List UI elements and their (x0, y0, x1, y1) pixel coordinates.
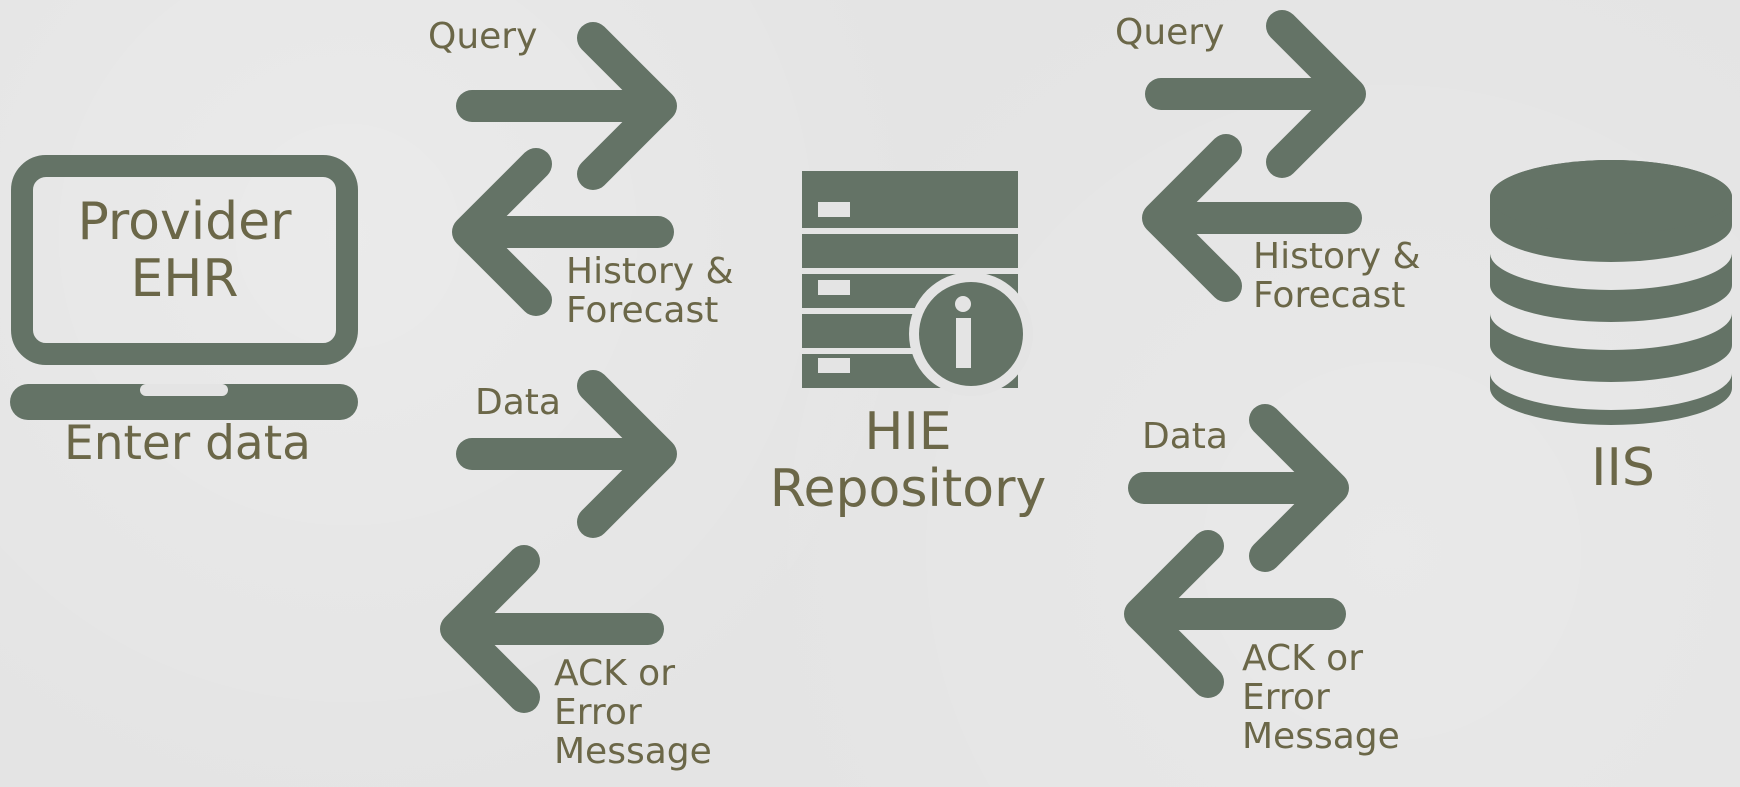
database-icon (1490, 160, 1732, 425)
right-ack-line3: Message (1242, 715, 1400, 757)
history-forecast-response-arrow-left (452, 148, 674, 316)
left-ack-line1: ACK or (554, 653, 676, 694)
data-request-arrow-left (456, 370, 677, 538)
right-history-forecast-line1: History & (1253, 236, 1421, 277)
left-ack-error-label: ACK or Error Message (554, 653, 712, 772)
history-forecast-response-arrow-right (1142, 134, 1362, 302)
right-ack-line1: ACK or (1242, 638, 1364, 679)
left-history-forecast-label: History & Forecast (566, 251, 734, 331)
left-ack-line2: Error (554, 691, 642, 733)
right-history-forecast-line2: Forecast (1253, 274, 1406, 316)
iis-label: IIS (1591, 438, 1655, 498)
server-info-icon (802, 171, 1033, 396)
left-history-forecast-line2: Forecast (566, 289, 719, 331)
data-request-arrow-right (1128, 404, 1349, 572)
laptop-icon (10, 155, 358, 420)
left-query-label: Query (428, 16, 538, 57)
ack-error-response-arrow-left (440, 545, 664, 713)
query-request-arrow-left (456, 22, 677, 190)
ack-error-response-arrow-right (1124, 530, 1346, 698)
left-ack-line3: Message (554, 730, 712, 772)
right-ack-line2: Error (1242, 676, 1330, 718)
right-data-label: Data (1142, 416, 1228, 457)
hie-repository-title: HIE Repository (758, 402, 1058, 520)
hie-line1: HIE (864, 402, 952, 462)
right-ack-error-label: ACK or Error Message (1242, 638, 1400, 757)
provider-screen-line2: EHR (130, 249, 239, 310)
left-data-label: Data (475, 382, 561, 423)
provider-ehr-title: Provider EHR (52, 192, 317, 310)
right-query-label: Query (1115, 12, 1225, 53)
right-history-forecast-label: History & Forecast (1253, 236, 1421, 316)
query-request-arrow-right (1145, 10, 1366, 178)
provider-screen-line1: Provider (77, 192, 292, 252)
left-history-forecast-line1: History & (566, 251, 734, 292)
hie-line2: Repository (769, 459, 1047, 520)
provider-caption: Enter data (64, 416, 311, 471)
